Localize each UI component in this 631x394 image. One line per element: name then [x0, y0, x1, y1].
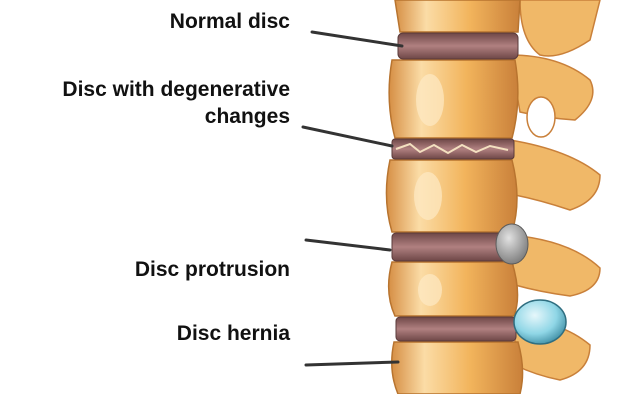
foramen-upper [527, 97, 555, 137]
degenerative-disc [392, 139, 514, 159]
leader-degenerative-disc [303, 127, 392, 146]
leader-disc-hernia [306, 362, 398, 365]
leader-normal-disc [312, 32, 402, 46]
vertebra-3 [386, 160, 517, 232]
vertebra-4 [389, 262, 518, 316]
protrusion-bulge [496, 224, 528, 264]
leader-disc-protrusion [306, 240, 390, 250]
vertebra-2 [389, 60, 518, 138]
hernia-bulge [514, 300, 566, 344]
vertebra-5 [392, 342, 523, 394]
vertebra-1 [395, 0, 520, 32]
normal-disc [398, 33, 518, 59]
